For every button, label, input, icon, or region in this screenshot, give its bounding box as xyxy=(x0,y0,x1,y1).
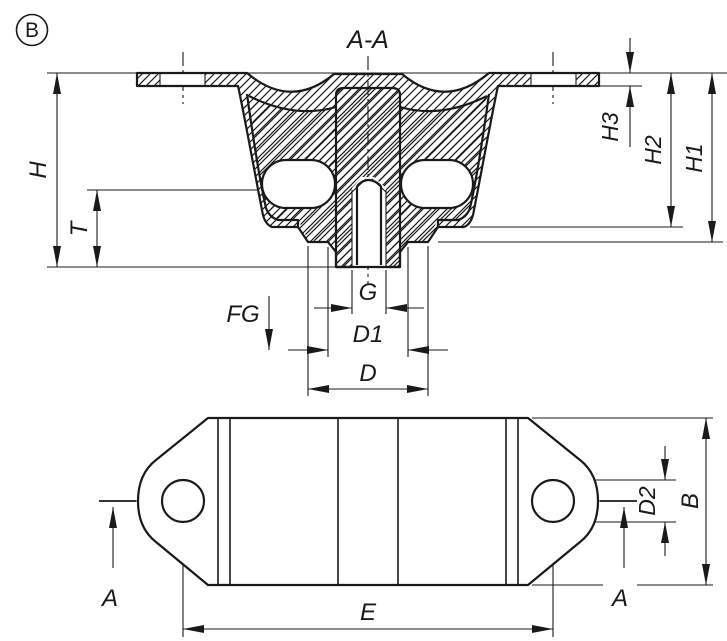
section-letter-left: A xyxy=(100,585,118,612)
dim-label-h2: H2 xyxy=(640,135,666,165)
dim-label-d: D xyxy=(359,360,376,387)
buffer-cavity-left xyxy=(262,160,335,208)
cutouts xyxy=(160,72,576,267)
base-plate-outline xyxy=(136,416,600,587)
section-outlines xyxy=(135,71,601,269)
mounting-hole-right xyxy=(530,478,576,524)
section-title: A-A xyxy=(345,26,389,54)
force-label-fg: FG xyxy=(226,301,259,328)
view-badge-circle xyxy=(15,13,49,47)
flange-hole-left xyxy=(160,72,205,87)
dim-label-h3: H3 xyxy=(597,112,623,142)
view-badge: B xyxy=(15,13,49,47)
mounting-hole-left xyxy=(160,478,206,524)
plan-view: D2 B E A A xyxy=(99,416,713,637)
dim-label-d1: D1 xyxy=(353,321,384,348)
thread-thin-lines xyxy=(159,73,577,266)
flange-hole-right xyxy=(531,72,576,87)
dim-label-d2: D2 xyxy=(634,486,660,516)
section-dimension-lines xyxy=(53,38,716,393)
threaded-hole xyxy=(352,177,386,267)
dim-label-e: E xyxy=(360,599,377,626)
dim-label-g: G xyxy=(359,279,378,306)
view-badge-letter: B xyxy=(25,19,39,42)
dim-label-t: T xyxy=(66,219,93,236)
section-letter-right: A xyxy=(610,585,628,612)
dim-label-b: B xyxy=(677,493,704,509)
section-view: A-A H T H3 H2 H1 G D1 D FG xyxy=(25,26,727,396)
plate-feature-lines xyxy=(217,418,519,585)
dim-label-h1: H1 xyxy=(681,143,707,172)
dim-label-h: H xyxy=(25,161,52,179)
buffer-cavity-right xyxy=(401,160,473,208)
plan-dimension-lines xyxy=(109,418,710,633)
